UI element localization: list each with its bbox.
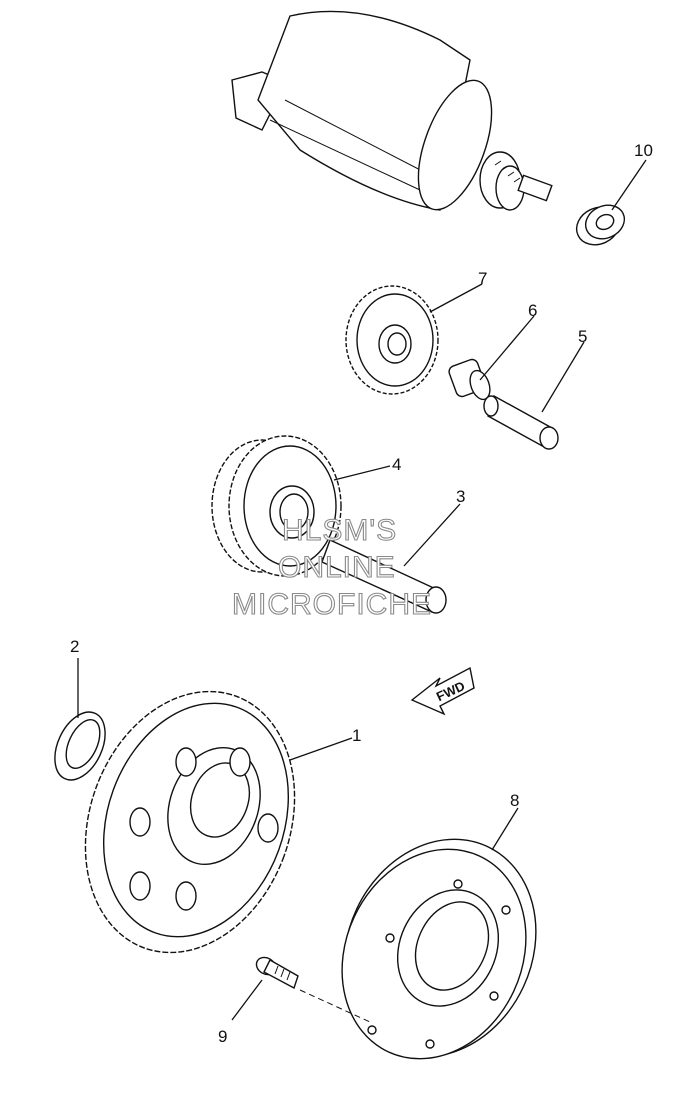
shaft-lower[interactable]	[321, 539, 447, 614]
callout-1: 1	[352, 726, 361, 745]
starter-wheel-gear[interactable]	[50, 662, 330, 982]
watermark-line-1: HLSM'S	[282, 514, 397, 547]
leader-lines	[77, 159, 647, 1021]
callout-4: 4	[392, 455, 401, 474]
callout-6: 6	[528, 301, 537, 320]
callout-labels: 1 2 3 4 5 6 7 8 9 10	[70, 141, 653, 1046]
callout-9: 9	[218, 1027, 227, 1046]
callout-5: 5	[578, 327, 587, 346]
watermark-line-3: MICROFICHE	[232, 588, 432, 621]
watermark: HLSM'S ONLINE MICROFICHE	[231, 513, 432, 621]
needle-bearing[interactable]	[447, 358, 493, 402]
watermark-line-2: ONLINE	[278, 551, 396, 584]
one-way-clutch[interactable]	[309, 808, 571, 1089]
forward-direction-arrow: FWD	[410, 666, 475, 716]
bearing[interactable]	[570, 199, 629, 252]
bolt[interactable]	[253, 954, 371, 1023]
callout-8: 8	[510, 791, 519, 810]
idler-gear-small[interactable]	[345, 285, 439, 395]
washer[interactable]	[45, 704, 115, 788]
starter-motor[interactable]	[231, 10, 553, 219]
callout-2: 2	[70, 637, 79, 656]
idler-gear-large[interactable]	[211, 435, 342, 577]
callout-3: 3	[456, 487, 465, 506]
callout-7: 7	[478, 269, 487, 288]
callout-10: 10	[634, 141, 653, 160]
shaft-upper[interactable]	[483, 394, 559, 450]
